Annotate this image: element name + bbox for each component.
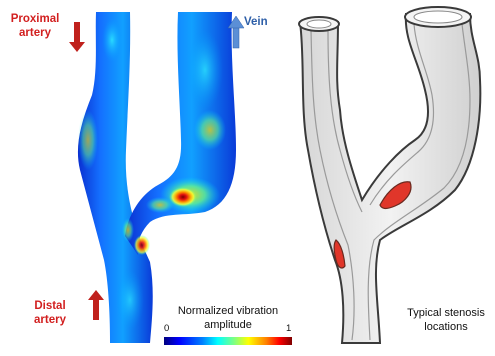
proximal-line-2: artery <box>0 26 70 40</box>
stenosis-caption-line-2: locations <box>398 320 494 334</box>
distal-line-2: artery <box>14 313 86 327</box>
distal-line-1: Distal <box>14 299 86 313</box>
vein-label: Vein <box>244 15 284 29</box>
colorbar-min-label: 0 <box>164 323 169 334</box>
colorbar-title: Normalized vibration amplitude <box>158 304 298 332</box>
vibration-map <box>69 12 292 345</box>
proximal-artery-label: Proximal artery <box>0 12 70 40</box>
proximal-line-1: Proximal <box>0 12 70 26</box>
colorbar-title-line-2: amplitude <box>158 318 298 332</box>
arrow-up-icon <box>88 290 104 320</box>
stenosis-schematic <box>299 7 480 343</box>
colorbar-max-label: 1 <box>286 323 291 334</box>
distal-artery-label: Distal artery <box>14 299 86 327</box>
stenosis-caption: Typical stenosis locations <box>398 306 494 334</box>
stenosis-caption-line-1: Typical stenosis <box>398 306 494 320</box>
colorbar <box>164 337 292 345</box>
colorbar-title-line-1: Normalized vibration <box>158 304 298 318</box>
colorbar-min-text: 0 <box>164 323 169 334</box>
arrow-down-icon <box>69 22 85 52</box>
vein-text: Vein <box>244 16 268 28</box>
colorbar-max-text: 1 <box>286 323 291 334</box>
